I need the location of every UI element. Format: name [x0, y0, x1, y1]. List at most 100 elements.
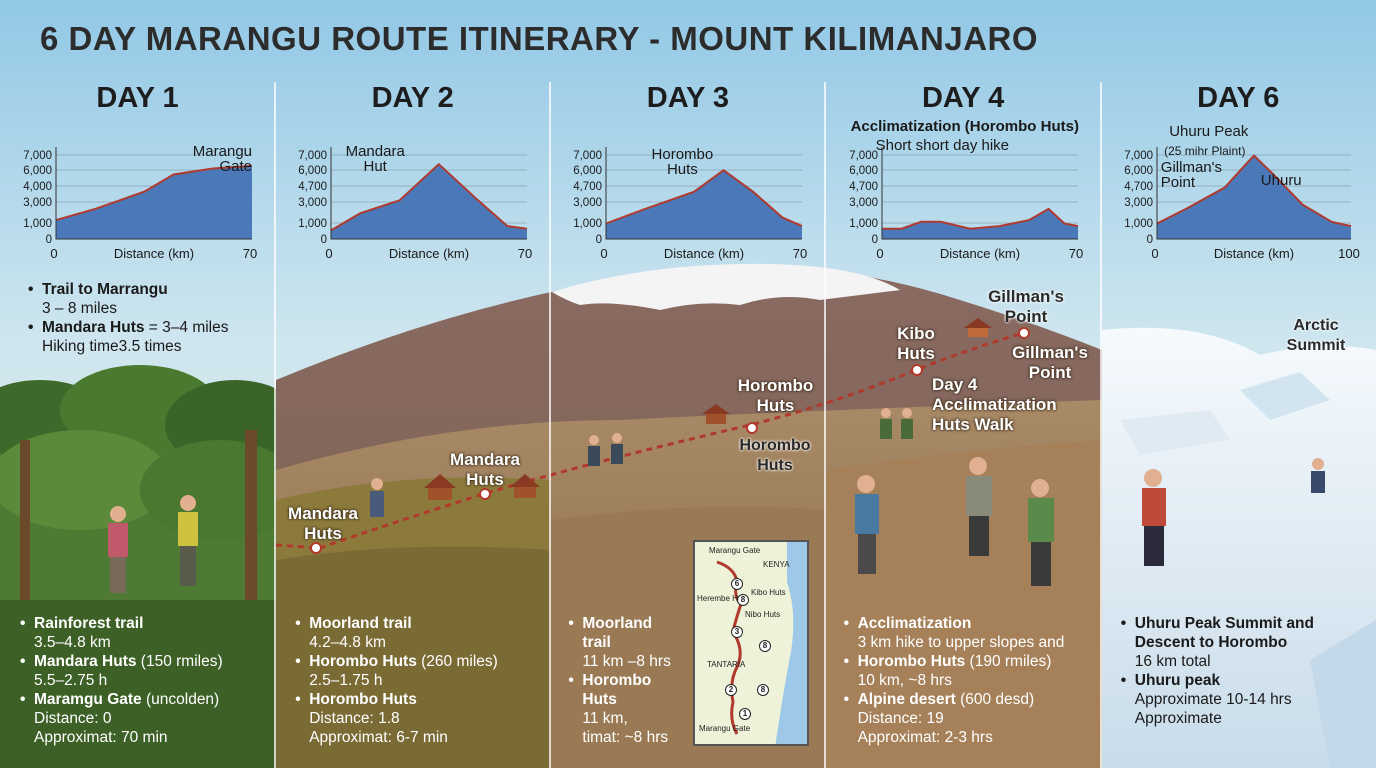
y-tick-label: 1,000: [849, 218, 878, 230]
chart-axis: [1156, 147, 1351, 240]
bullet-heading: Maramgu Gate: [34, 691, 142, 708]
label-arctic-summit: Arctic Summit: [1286, 317, 1346, 354]
y-tick-label: 6,000: [298, 165, 327, 177]
bullet-subtext: 5.5–2.75 h: [34, 672, 108, 689]
bullet-item: Moorland trail: [568, 614, 818, 652]
bullet-subtext: 11 km, timat: ~8 hrs: [582, 710, 669, 746]
y-tick-label: 1,000: [23, 218, 52, 230]
bullet-heading: Uhuru peak: [1134, 672, 1221, 689]
y-tick-label: 0: [1146, 234, 1152, 246]
label-day4-walk: Day 4 Acclimatization Huts Walk: [932, 375, 1057, 434]
bullet-item: Uhuru Peak Summit and Descent to Horombo: [1121, 614, 1371, 652]
bullet-subtext: Distance: 1.8: [309, 710, 400, 727]
bullet-item: Mandara Huts (150 rmiles): [20, 652, 270, 671]
hiker-icon: [108, 408, 1325, 593]
x-tick-label: 70: [1068, 246, 1082, 261]
y-tick-label: 6,000: [849, 165, 878, 177]
x-axis-label: Distance (km): [114, 246, 194, 261]
map-label: Marangu Gate: [699, 724, 751, 733]
label-mandara-huts: Mandara Huts: [288, 504, 358, 543]
map-label: KENYA: [763, 560, 790, 569]
glacier-scene: [1102, 327, 1376, 768]
map-marker: 8: [759, 640, 771, 652]
y-tick-label: 4,700: [849, 181, 878, 193]
bullet-heading: Horombo Huts: [309, 653, 417, 670]
hut-icon: [964, 318, 992, 337]
y-tick-label: 1,000: [1124, 218, 1153, 230]
waypoint-marker-icon: [310, 542, 322, 554]
waypoint-marker-icon: [479, 488, 491, 500]
day-heading: DAY 6: [1197, 82, 1280, 114]
map-marker: 8: [737, 594, 749, 606]
elevation-line: [1156, 154, 1352, 228]
chart-annotation: Acclimatization (Horombo Huts): [850, 118, 1079, 135]
bullet-heading: Moorland trail: [309, 615, 412, 632]
x-axis-label: Distance (km): [1214, 246, 1294, 261]
bullet-item: Mandara Huts = 3–4 miles: [28, 318, 278, 337]
x-tick-label: 0: [1151, 246, 1158, 261]
day-heading: DAY 3: [646, 82, 729, 114]
x-tick-label: 100: [1338, 246, 1360, 261]
y-tick-label: 3,000: [574, 197, 603, 209]
bullet-item: Uhuru peak: [1121, 671, 1371, 690]
y-tick-label: 0: [871, 234, 877, 246]
map-label: Marangu Gate: [709, 546, 761, 555]
waypoint-marker-icon: [911, 364, 923, 376]
elevation-area: [331, 164, 528, 239]
y-tick-label: 0: [46, 234, 52, 246]
bullet-subtext: Approximat: 2-3 hrs: [857, 729, 993, 746]
bullet-item: Horombo Huts: [295, 690, 545, 709]
page-title: 6 DAY MARANGU ROUTE ITINERARY - MOUNT KI…: [40, 20, 1039, 57]
chart-annotation: Uhuru Peak: [1169, 123, 1249, 140]
x-tick-label: 0: [601, 246, 608, 261]
elevation-line: [881, 207, 1078, 230]
bullet-subtext: 10 km, ~8 hrs: [857, 672, 952, 689]
column-divider: [549, 82, 551, 768]
chart-axis: [881, 147, 1078, 240]
bullet-subtext: Approximat: 6-7 min: [309, 729, 448, 746]
day-details: Rainforest trail 3.5–4.8 kmMandara Huts (…: [20, 614, 270, 747]
y-tick-label: 7,000: [849, 150, 878, 162]
chart-axis: [330, 147, 528, 240]
bullet-item: Horombo Huts (190 rmiles): [844, 652, 1094, 671]
x-tick-label: 0: [876, 246, 883, 261]
inset-route-map: Marangu Gate KENYA Kibo Huts Herembe Hut…: [693, 540, 809, 746]
y-tick-label: 1,000: [574, 218, 603, 230]
y-tick-label: 0: [596, 234, 602, 246]
x-tick-label: 0: [50, 246, 57, 261]
label-kibo-huts: Kibo Huts: [897, 324, 935, 363]
hut-icon: [702, 404, 730, 424]
chart-axis: [605, 147, 803, 240]
y-tick-label: 4,000: [23, 181, 52, 193]
elevation-area: [56, 165, 252, 239]
bullet-item: Rainforest trail: [20, 614, 270, 633]
bullet-detail: (190 rmiles): [965, 653, 1052, 670]
y-tick-label: 6,000: [574, 165, 603, 177]
map-label: Herembe Huts: [697, 594, 749, 603]
y-tick-label: 7,000: [1124, 150, 1153, 162]
bullet-heading: Horombo Huts: [857, 653, 966, 670]
map-label: TANTARIA: [707, 660, 746, 669]
bullet-heading: Mandara Huts: [42, 319, 145, 336]
y-tick-label: 6,000: [23, 165, 52, 177]
inset-map-drawing: [716, 542, 807, 744]
bullet-subtext: 3.5–4.8 km: [34, 634, 111, 651]
waypoint-marker-icon: [746, 422, 758, 434]
y-tick-label: 0: [321, 234, 327, 246]
bullet-detail: (600 desd): [955, 691, 1035, 708]
bullet-item: Trail to Marrangu: [28, 280, 278, 299]
bullet-detail: (150 rmiles): [136, 653, 223, 670]
x-tick-label: 70: [793, 246, 807, 261]
bullet-heading: Alpine desert: [857, 691, 956, 708]
bullet-subtext: 2.5–1.75 h: [309, 672, 383, 689]
bullet-heading: Rainforest trail: [34, 615, 144, 632]
bullet-subtext: Distance: 0: [34, 710, 112, 727]
label-gillmans-point: Gillman's Point: [1012, 343, 1088, 382]
bullet-heading: Acclimatization: [857, 615, 972, 632]
chart-annotation: Mandara Hut: [345, 143, 405, 175]
